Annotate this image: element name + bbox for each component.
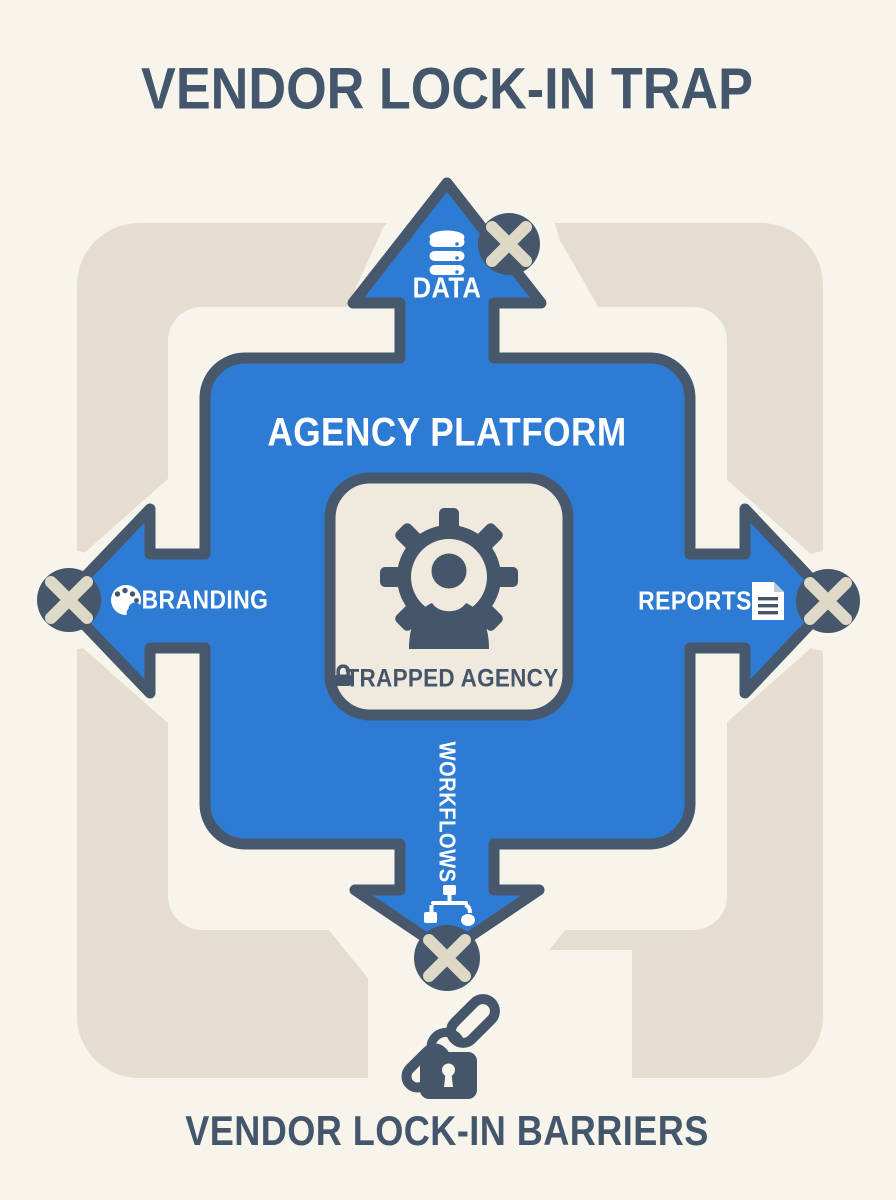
lock-icon <box>335 664 352 686</box>
arrow-label-data: DATA <box>408 273 486 306</box>
footer-title-text: VENDOR LOCK-IN BARRIERS <box>185 1107 709 1154</box>
workflow-icon <box>424 885 475 926</box>
arrow-label-data-text: DATA <box>412 272 482 305</box>
agency-platform-label: AGENCY PLATFORM <box>243 411 651 456</box>
document-icon <box>752 582 784 620</box>
arrow-label-workflows: WORKFLOWS <box>434 732 461 892</box>
x-badge-right <box>796 569 860 633</box>
agency-platform-text: AGENCY PLATFORM <box>267 410 627 455</box>
page-title-text: VENDOR LOCK-IN TRAP <box>141 56 753 122</box>
x-badge-left <box>37 568 101 632</box>
arrow-label-workflows-text: WORKFLOWS <box>434 741 461 883</box>
x-blocked-icon <box>45 576 93 624</box>
footer-title: VENDOR LOCK-IN BARRIERS <box>143 1107 752 1155</box>
gear-person-icon <box>380 508 518 649</box>
trapped-agency-label: TRAPPED AGENCY <box>334 664 571 694</box>
page-title: VENDOR LOCK-IN TRAP <box>107 56 787 123</box>
x-blocked-icon <box>804 577 852 625</box>
arrow-label-reports: REPORTS <box>630 586 759 617</box>
arrow-label-branding-text: BRANDING <box>141 584 269 615</box>
chain-lock-icon <box>401 994 500 1099</box>
x-badge-bottom <box>414 925 480 991</box>
x-blocked-icon <box>423 934 471 982</box>
arrow-label-reports-text: REPORTS <box>638 585 752 616</box>
trapped-agency-text: TRAPPED AGENCY <box>345 664 559 693</box>
x-blocked-icon <box>486 221 532 267</box>
x-badge-top <box>478 213 540 275</box>
database-icon <box>429 230 465 275</box>
arrow-label-branding: BRANDING <box>133 585 277 616</box>
palette-icon <box>111 585 142 619</box>
beige-ring <box>77 223 823 1078</box>
